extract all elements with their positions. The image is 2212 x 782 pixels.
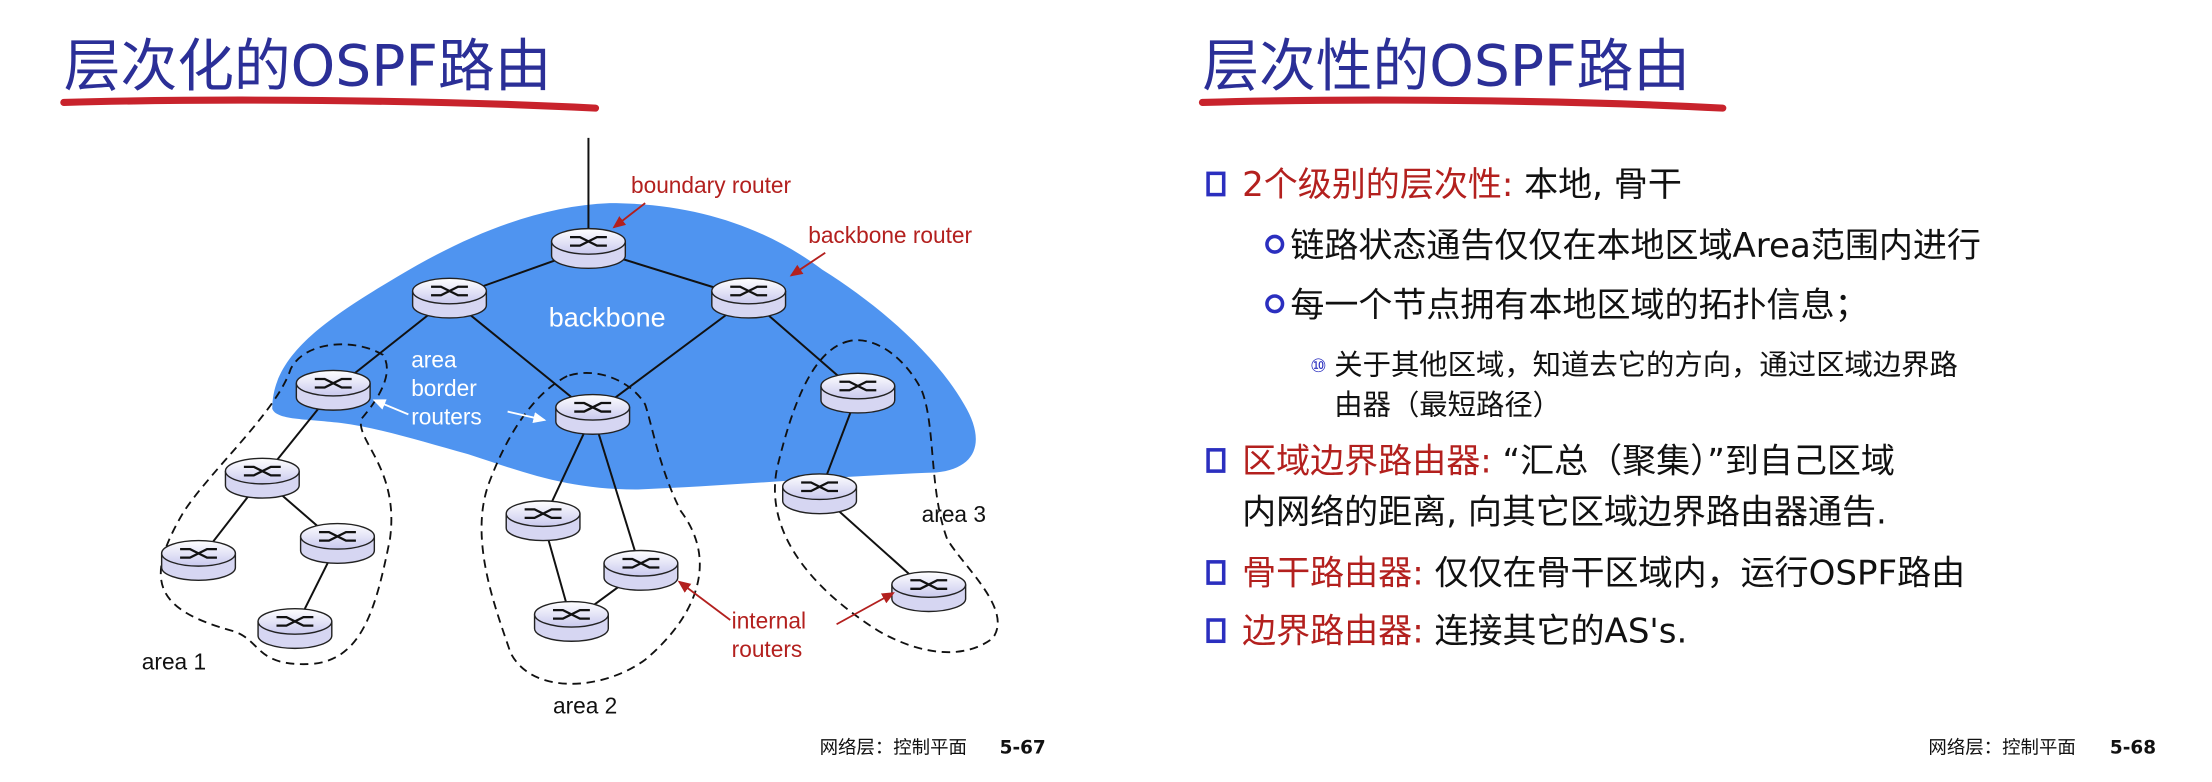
area-border-routers-label: area: [411, 347, 457, 373]
bullet-head: 边界路由器:: [1242, 612, 1424, 652]
backbone-router-icon: [411, 277, 488, 320]
bullet-text: 仅仅在骨干区域内，运行OSPF路由: [1424, 554, 1965, 594]
bullet-text: 链路状态通告仅仅在本地区域Area范围内进行: [1290, 226, 1981, 266]
area-outlines: [159, 339, 999, 685]
sub-bullet-item: 每一个节点拥有本地区域的拓扑信息；: [1265, 286, 1869, 326]
svg-text:骨干路由器: 仅仅在骨干区域内，运行OSPF路由: 骨干路由器: 仅仅在骨干区域内，运行OSPF路由: [1242, 554, 1965, 594]
bullet-text: 连接其它的AS's.: [1424, 612, 1688, 652]
sub-bullet-item: 链路状态通告仅仅在本地区域Area范围内进行: [1265, 226, 1981, 266]
internal-routers-label: routers: [732, 636, 803, 662]
backbone-router-icon: [710, 277, 787, 320]
boundary-router-label: boundary router: [631, 172, 792, 198]
area-border-router-icon: [819, 372, 896, 415]
numbered-bullet-icon: ⑩: [1310, 356, 1327, 377]
bullet-text: 关于其他区域，知道去它的方向，通过区域边界路: [1334, 349, 1958, 382]
backbone-label: backbone: [549, 302, 666, 332]
left-slide-title: 层次化的OSPF路由: [64, 33, 552, 99]
bullet-item: 边界路由器: 连接其它的AS's.: [1206, 612, 1687, 652]
circle-bullet-icon: [1265, 294, 1285, 314]
square-bullet-icon: [1206, 618, 1226, 644]
right-footer: 网络层：控制平面: [1928, 737, 2075, 758]
area-border-router-icon: [295, 369, 372, 412]
bullet-text: 每一个节点拥有本地区域的拓扑信息；: [1290, 286, 1868, 326]
svg-text:区域边界路由器: “汇总（聚集）”到自己区域: 区域边界路由器: “汇总（聚集）”到自己区域: [1242, 442, 1895, 482]
internal-router-icon: [505, 499, 582, 542]
bullet-text: 本地, 骨干: [1513, 165, 1682, 205]
right-slide-title: 层次性的OSPF路由: [1202, 33, 1690, 99]
svg-text:边界路由器: 连接其它的AS's.: 边界路由器: 连接其它的AS's.: [1242, 612, 1687, 652]
bullet-text: “汇总（聚集）”到自己区域: [1492, 442, 1895, 482]
bullet-head: 2个级别的层次性:: [1242, 165, 1513, 205]
internal-routers-label: internal: [732, 608, 806, 634]
internal-router-icon: [160, 539, 237, 582]
internal-router-icon: [602, 549, 679, 592]
left-footer: 网络层：控制平面: [820, 737, 967, 758]
internal-router-icon: [224, 457, 301, 500]
svg-text:2个级别的层次性: 本地, 骨干: 2个级别的层次性: 本地, 骨干: [1242, 165, 1682, 205]
internal-router-icon: [890, 570, 967, 613]
bullet-item: 骨干路由器: 仅仅在骨干区域内，运行OSPF路由: [1206, 554, 1965, 594]
area3-label: area 3: [922, 501, 986, 527]
bullet-item: 区域边界路由器: “汇总（聚集）”到自己区域 内网络的距离, 向其它区域边界路由…: [1206, 442, 1895, 533]
title-underline: [60, 96, 600, 112]
bullet-list: 2个级别的层次性: 本地, 骨干 链路状态通告仅仅在本地区域Area范围内进行 …: [1206, 165, 1981, 652]
area-border-routers-label: border: [411, 375, 477, 401]
bullet-item: 2个级别的层次性: 本地, 骨干: [1206, 165, 1682, 205]
circle-bullet-icon: [1265, 234, 1285, 254]
square-bullet-icon: [1206, 171, 1226, 197]
left-page-number: 5-67: [1000, 737, 1046, 758]
area-border-router-icon: [554, 393, 631, 436]
square-bullet-icon: [1206, 560, 1226, 585]
area2-label: area 2: [553, 693, 617, 719]
sub-sub-bullet-item: ⑩ 关于其他区域，知道去它的方向，通过区域边界路 由器（最短路径）: [1310, 349, 1958, 422]
bullet-head: 骨干路由器:: [1242, 554, 1424, 594]
boundary-router-icon: [550, 227, 627, 270]
area-border-routers-label: routers: [411, 403, 482, 429]
bullet-head: 区域边界路由器:: [1242, 442, 1492, 482]
title-underline: [1198, 96, 1727, 112]
square-bullet-icon: [1206, 448, 1226, 473]
bullet-text: 内网络的距离, 向其它区域边界路由器通告.: [1242, 493, 1887, 533]
internal-router-icon: [781, 472, 858, 515]
right-page-number: 5-68: [2110, 737, 2156, 758]
backbone-router-label: backbone router: [808, 222, 972, 248]
bullet-text: 由器（最短路径）: [1334, 388, 1561, 421]
ospf-diagram: boundary router backbone router backbone…: [142, 137, 999, 719]
internal-router-icon: [299, 522, 376, 565]
internal-router-icon: [533, 600, 610, 643]
area1-label: area 1: [142, 649, 206, 675]
internal-router-icon: [256, 607, 333, 650]
